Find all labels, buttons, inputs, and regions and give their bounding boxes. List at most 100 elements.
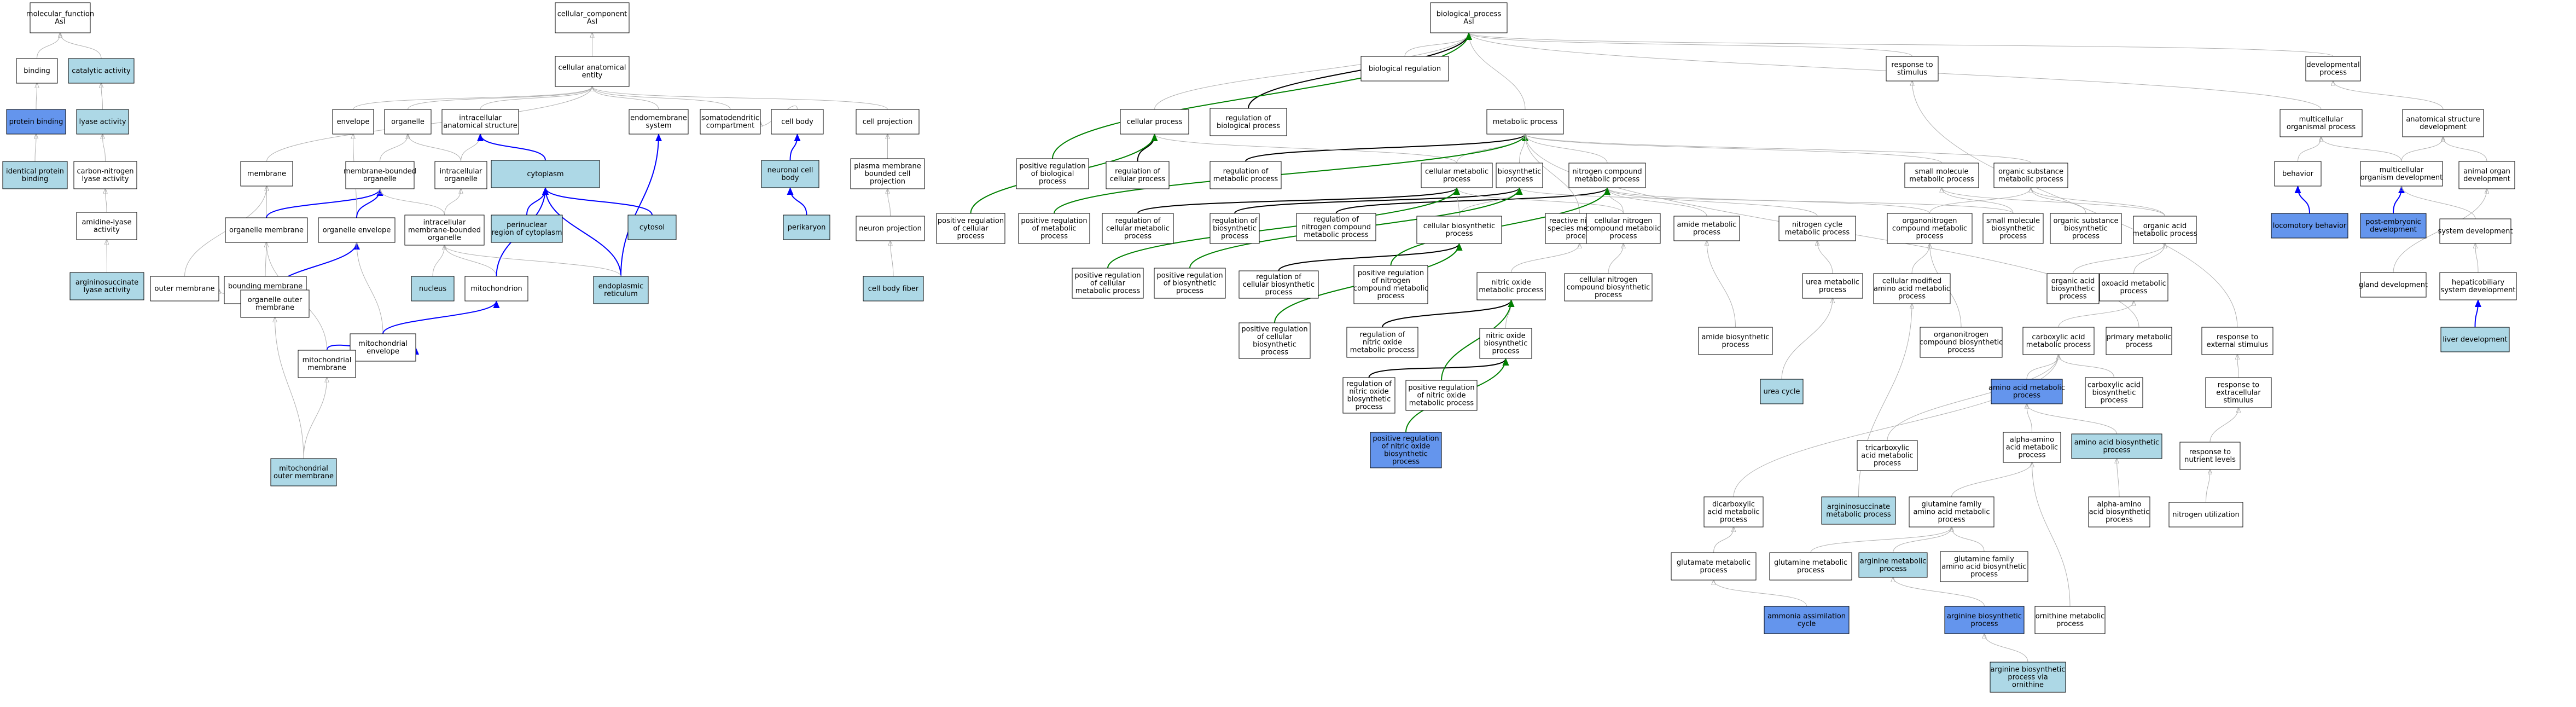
- go-term-node[interactable]: lyase activity: [76, 109, 129, 135]
- go-term-node[interactable]: cell projection: [856, 109, 920, 135]
- go-term-node[interactable]: organelle membrane: [225, 217, 308, 243]
- go-term-node[interactable]: biological regulation: [1360, 56, 1449, 82]
- go-term-node[interactable]: locomotory behavior: [2271, 213, 2348, 239]
- go-term-node[interactable]: binding: [16, 58, 58, 84]
- go-term-node[interactable]: cellular process: [1120, 109, 1189, 135]
- go-term-node[interactable]: protein binding: [6, 109, 66, 135]
- go-term-node[interactable]: organelle: [384, 109, 432, 135]
- go-term-node[interactable]: metabolic process: [1486, 109, 1564, 135]
- go-term-node[interactable]: system development: [2438, 218, 2513, 244]
- go-term-node[interactable]: cell body: [771, 109, 824, 135]
- go-term-node[interactable]: behavior: [2274, 161, 2322, 187]
- go-term-node[interactable]: cytosol: [627, 215, 677, 240]
- go-term-node[interactable]: organelle envelope: [318, 217, 396, 243]
- go-term-node[interactable]: envelope: [332, 109, 374, 135]
- go-term-node[interactable]: liver development: [2440, 327, 2510, 352]
- go-term-node[interactable]: perikaryon: [783, 215, 830, 240]
- go-term-node[interactable]: outer membrane: [150, 276, 219, 302]
- go-term-node[interactable]: mitochondrion: [464, 276, 528, 302]
- go-term-node[interactable]: catalytic activity: [68, 58, 135, 84]
- go-term-node[interactable]: neuron projection: [856, 216, 925, 241]
- go-term-node[interactable]: urea cycle: [1760, 379, 1804, 404]
- go-term-node[interactable]: membrane: [240, 161, 293, 187]
- go-term-node[interactable]: nitrogen utilization: [2168, 502, 2243, 528]
